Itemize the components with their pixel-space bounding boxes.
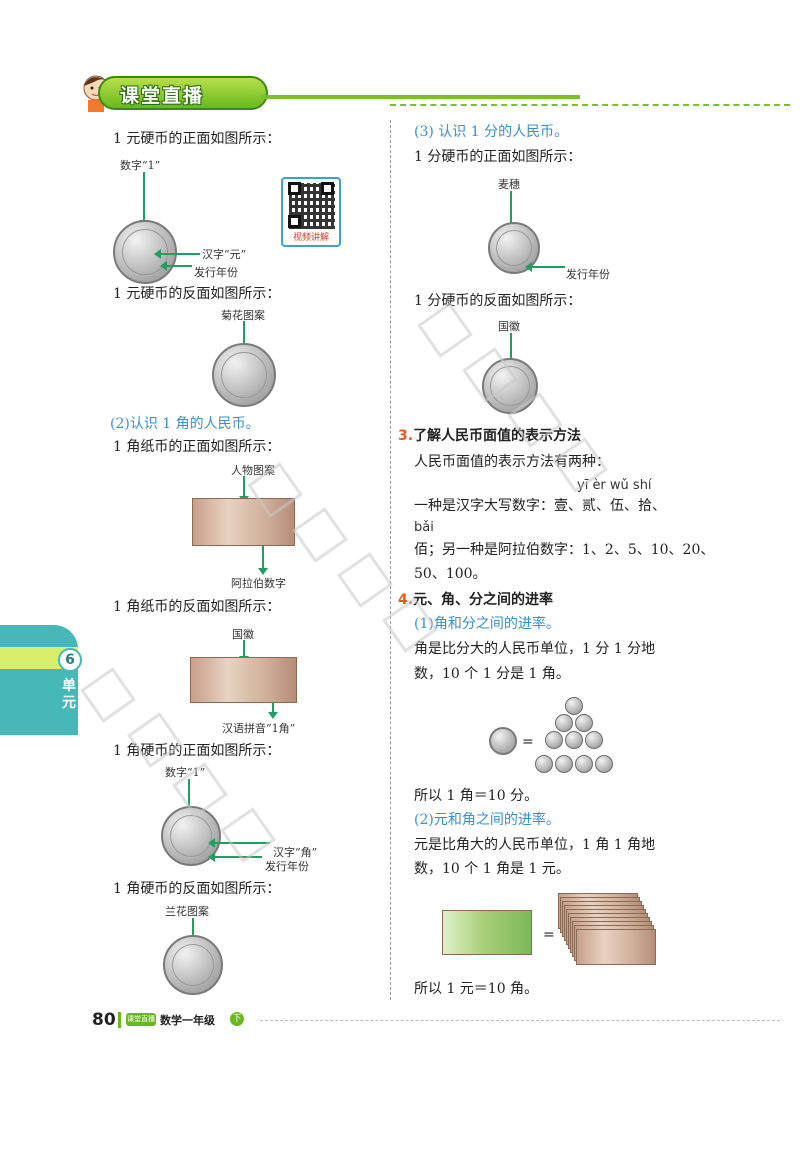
- sec3-pinyin1: yī èr wǔ shí: [577, 478, 652, 493]
- yuan-hanzi-label: 汉字“元”: [202, 248, 247, 261]
- fen-back-text: 1 分硬币的反面如图所示：: [414, 293, 582, 309]
- header-banner: 课堂直播: [70, 68, 790, 114]
- unit-number: 6: [58, 648, 82, 672]
- unit-label: 单元: [62, 678, 76, 711]
- one-jiao-coin-back: [163, 935, 223, 995]
- qr-label: 视频讲解: [292, 233, 329, 243]
- arrow-icon: [139, 172, 149, 227]
- arrow-icon: [208, 838, 270, 848]
- sub1-line1: 角是比分大的人民币单位，1 分 1 分地: [414, 641, 656, 657]
- arabic-digit-label: 阿拉伯数字: [231, 577, 286, 590]
- sub1-line2: 数，10 个 1 分是 1 角。: [414, 666, 570, 682]
- arrow-icon: [268, 702, 278, 719]
- fen-coin: [535, 755, 553, 773]
- fen-coin: [555, 755, 573, 773]
- footer-subject: 数学一年级: [160, 1014, 215, 1027]
- arrow-icon: [208, 852, 262, 862]
- yuan-year-label: 发行年份: [194, 266, 238, 279]
- jiao-coin-front-text: 1 角硬币的正面如图所示：: [113, 743, 281, 759]
- jiao-note: [576, 929, 656, 965]
- sub1-heading: (1)角和分之间的进率。: [414, 616, 560, 632]
- qr-code[interactable]: 视频讲解: [281, 177, 341, 247]
- fen-coin: [565, 697, 583, 715]
- jiao-coin-back-text: 1 角硬币的反面如图所示：: [113, 881, 281, 897]
- fen-coin: [585, 731, 603, 749]
- fen-coin: [575, 714, 593, 732]
- section-3-heading: 3.了解人民币面值的表示方法: [398, 428, 582, 444]
- arrow-icon: [160, 261, 192, 271]
- banner-line: [260, 95, 580, 99]
- one-yuan-coin-front: [113, 220, 177, 284]
- orchid-label: 兰花图案: [165, 905, 209, 918]
- section-4-heading: 4.元、角、分之间的进率: [398, 592, 554, 608]
- sec3-pinyin2: bǎi: [414, 520, 434, 535]
- sub2-heading: (2)元和角之间的进率。: [414, 812, 560, 828]
- equals-sign: =: [522, 734, 534, 750]
- jiao-note-back-text: 1 角纸币的反面如图所示：: [113, 599, 281, 615]
- fen-coin: [545, 731, 563, 749]
- fen-emblem-label: 国徽: [498, 320, 520, 333]
- sub2-line1: 元是比角大的人民币单位，1 角 1 角地: [414, 837, 656, 853]
- arrow-icon: [258, 545, 268, 575]
- sec3-line3: 佰；另一种是阿拉伯数字：1、2、5、10、20、: [414, 542, 715, 558]
- arrow-icon: [239, 640, 249, 663]
- sub1-result: 所以 1 角＝10 分。: [414, 788, 539, 804]
- one-yuan-note: [442, 910, 532, 955]
- emblem-label: 国徽: [232, 628, 254, 641]
- jiao-digit-label: 数字“1”: [165, 766, 206, 779]
- fen-coin: [555, 714, 573, 732]
- one-yuan-coin-back: [212, 343, 276, 407]
- figure-label: 人物图案: [231, 464, 275, 477]
- banner-title-pill: 课堂直播: [98, 76, 268, 110]
- banner-dash: [390, 104, 790, 106]
- fen-front-text: 1 分硬币的正面如图所示：: [414, 149, 582, 165]
- yuan-back-text: 1 元硬币的反面如图所示：: [113, 286, 281, 302]
- one-fen-coin-back: [482, 358, 538, 414]
- jiao-year-label: 发行年份: [265, 860, 309, 873]
- banner-title: 课堂直播: [120, 85, 205, 107]
- arrow-icon: [154, 249, 200, 259]
- footer-line: [260, 1020, 780, 1021]
- pinyin-label: 汉语拼音“1角”: [222, 722, 296, 735]
- jiao-note-front-text: 1 角纸币的正面如图所示：: [113, 439, 281, 455]
- fen-coin: [565, 731, 583, 749]
- sec3-line4: 50、100。: [414, 566, 487, 582]
- arrow-icon: [525, 262, 565, 272]
- fen-coin: [575, 755, 593, 773]
- yuan-digit-label: 数字“1”: [120, 159, 161, 172]
- equals-sign-2: =: [543, 927, 555, 943]
- fen-coin: [595, 755, 613, 773]
- page-number: 80: [92, 1010, 116, 1030]
- sec3-line1: 人民币面值的表示方法有两种：: [414, 454, 610, 470]
- chrysanthemum-label: 菊花图案: [221, 309, 265, 322]
- column-divider: [390, 120, 391, 1000]
- one-jiao-note-back: [190, 657, 297, 703]
- footer-badge: 课堂直播: [126, 1013, 156, 1026]
- sub2-line2: 数，10 个 1 角是 1 元。: [414, 861, 570, 877]
- yuan-front-text: 1 元硬币的正面如图所示：: [113, 131, 281, 147]
- jiao-heading: (2)认识 1 角的人民币。: [110, 416, 260, 432]
- jiao-hanzi-label: 汉字“角”: [273, 846, 318, 859]
- one-jiao-note-front: [192, 498, 295, 546]
- fen-heading: (3) 认识 1 分的人民币。: [414, 124, 569, 140]
- fen-year-label: 发行年份: [566, 268, 610, 281]
- one-jiao-coin: [489, 727, 517, 755]
- arrow-icon: [239, 476, 249, 503]
- footer-bar: [118, 1012, 121, 1028]
- wheat-label: 麦穗: [498, 178, 520, 191]
- sec3-line2: 一种是汉字大写数字：壹、贰、伍、拾、: [414, 498, 666, 514]
- term-icon: 下: [230, 1012, 244, 1026]
- unit-side-tab: [0, 625, 78, 735]
- sub2-result: 所以 1 元＝10 角。: [414, 981, 539, 997]
